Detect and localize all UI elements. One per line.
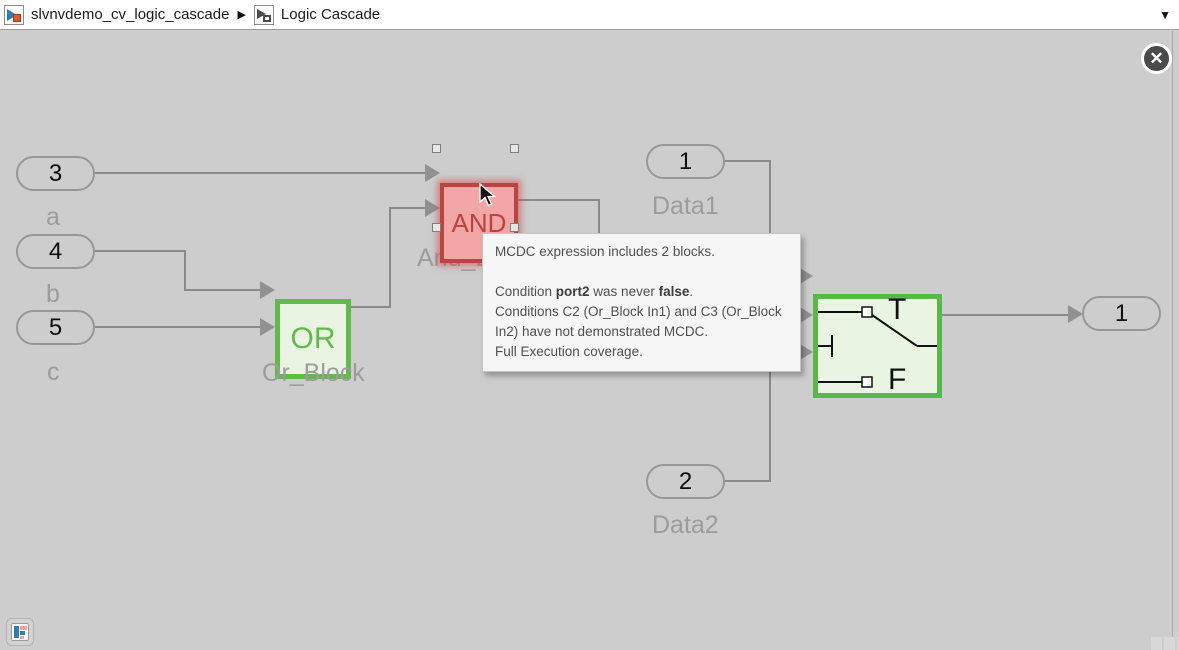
close-button[interactable]: ✕	[1141, 43, 1172, 74]
switch-true-label: T	[888, 293, 907, 326]
data1-label: Data1	[652, 192, 719, 220]
inport-a-block[interactable]: 3	[16, 156, 95, 191]
arrowhead-or-in1	[260, 281, 275, 299]
tooltip-line4: Full Execution coverage.	[495, 344, 643, 359]
inport-b-value: 4	[48, 237, 63, 265]
wire-and-out-seg1[interactable]	[518, 199, 600, 201]
model-canvas[interactable]: 3 a 4 b 5 c OR Or_Block AND And_Block 1 …	[0, 31, 1179, 650]
tooltip-line3: Conditions C2 (Or_Block In1) and C3 (Or_…	[495, 304, 782, 339]
breadcrumb: slvnvdemo_cv_logic_cascade ▶ Logic Casca…	[0, 0, 1179, 30]
arrowhead-and-in2	[425, 199, 440, 217]
or-block-text: OR	[290, 322, 336, 355]
inport-b-label: b	[46, 280, 60, 308]
tooltip-gap	[495, 262, 788, 282]
data1-value: 1	[678, 147, 693, 175]
inport-c-block[interactable]: 5	[16, 310, 95, 345]
wire-or-out-seg2[interactable]	[389, 207, 391, 308]
wire-data2-seg1[interactable]	[723, 480, 771, 482]
breadcrumb-model[interactable]: slvnvdemo_cv_logic_cascade	[31, 6, 230, 23]
coverage-report-button[interactable]	[6, 618, 34, 646]
switch-false-label: F	[888, 363, 907, 396]
inport-b-block[interactable]: 4	[16, 234, 95, 269]
tooltip-line2: Condition port2 was never false.	[495, 284, 694, 299]
model-icon	[4, 4, 24, 25]
breadcrumb-subsystem[interactable]: Logic Cascade	[280, 6, 381, 23]
switch-block[interactable]: T F	[813, 293, 942, 398]
data2-block[interactable]: 2	[646, 464, 725, 499]
wire-switch-to-out[interactable]	[942, 314, 1070, 316]
vertical-scrollbar-track[interactable]	[1172, 31, 1173, 650]
inport-a-value: 3	[48, 159, 63, 187]
wire-data1-seg2[interactable]	[769, 160, 771, 277]
selection-handle-bl[interactable]	[432, 223, 441, 232]
outport-block[interactable]: 1	[1082, 296, 1161, 331]
switch-glyph	[818, 306, 937, 388]
wire-b-seg2[interactable]	[184, 250, 186, 290]
scroll-corner-tile	[1177, 637, 1179, 650]
coverage-report-icon	[11, 623, 29, 641]
close-icon: ✕	[1149, 48, 1164, 68]
and-block[interactable]: AND	[440, 183, 518, 263]
subsystem-icon	[253, 4, 274, 25]
arrowhead-switch-in2	[798, 306, 813, 324]
arrowhead-switch-in1	[798, 267, 813, 285]
data2-label: Data2	[652, 511, 719, 539]
wire-or-out-seg3[interactable]	[389, 207, 426, 209]
wire-c-to-or[interactable]	[95, 326, 262, 328]
scroll-corner-tile	[1151, 637, 1162, 650]
arrowhead-outport	[1068, 305, 1083, 323]
selection-handle-br[interactable]	[510, 223, 519, 232]
wire-b-seg3[interactable]	[184, 289, 262, 291]
mouse-cursor	[479, 183, 497, 207]
selection-handle-tr[interactable]	[510, 144, 519, 153]
selection-handle-tl[interactable]	[432, 144, 441, 153]
coverage-tooltip: MCDC expression includes 2 blocks. Condi…	[482, 233, 801, 372]
inport-a-label: a	[46, 203, 60, 231]
arrowhead-switch-in3	[798, 343, 813, 361]
wire-a-to-and[interactable]	[95, 172, 427, 174]
inport-c-label: c	[47, 358, 60, 386]
and-block-text: AND	[451, 207, 507, 238]
wire-data2-seg2[interactable]	[769, 351, 771, 482]
chevron-down-icon[interactable]: ▼	[1159, 8, 1171, 22]
arrowhead-and-in1	[425, 164, 440, 182]
data2-value: 2	[678, 467, 693, 495]
inport-c-value: 5	[48, 313, 63, 341]
wire-or-out-seg1[interactable]	[351, 306, 391, 308]
wire-data1-seg1[interactable]	[723, 160, 771, 162]
outport-value: 1	[1114, 299, 1129, 327]
wire-b-seg1[interactable]	[95, 250, 186, 252]
data1-block[interactable]: 1	[646, 144, 725, 179]
arrowhead-or-in2	[260, 318, 275, 336]
breadcrumb-separator-icon: ▶	[237, 9, 246, 21]
or-block[interactable]: OR	[275, 299, 351, 379]
scroll-corner-tile	[1164, 637, 1175, 650]
or-block-label: Or_Block	[262, 359, 365, 387]
tooltip-line1: MCDC expression includes 2 blocks.	[495, 244, 715, 259]
